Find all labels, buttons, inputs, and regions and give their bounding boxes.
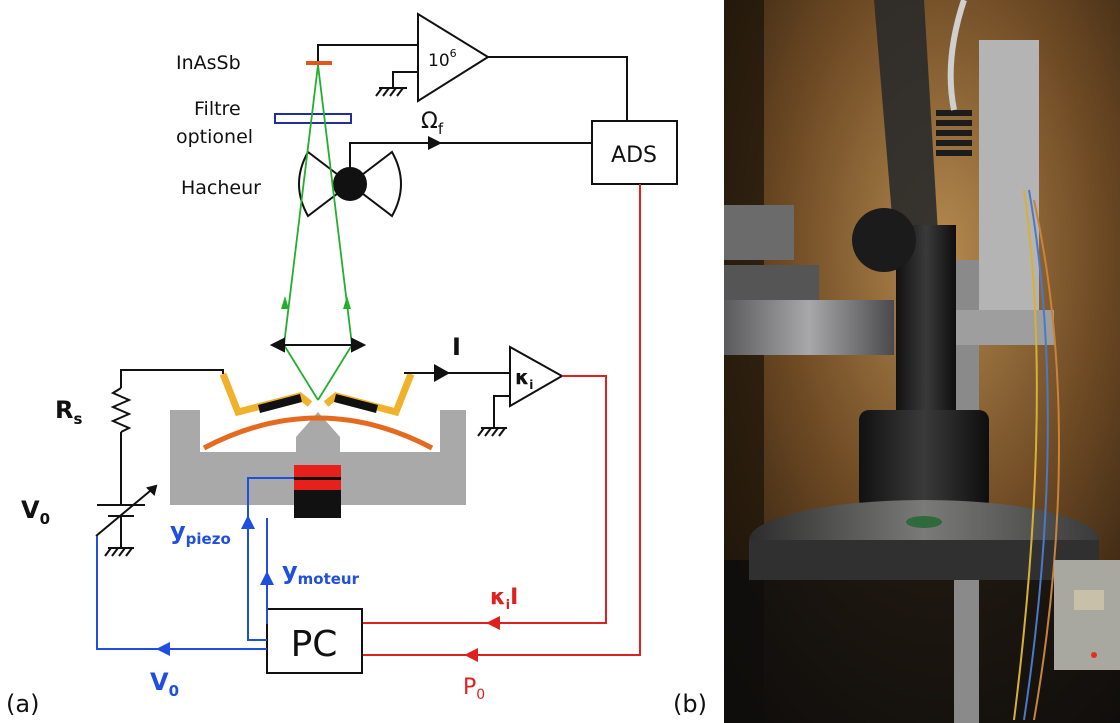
bias-top-wire <box>120 369 224 388</box>
detector-to-amplifier-wire <box>317 44 424 62</box>
heatsink <box>936 110 972 156</box>
kappa-amplifier <box>509 345 565 408</box>
rs-label: Rs <box>55 396 82 428</box>
sample-chip <box>906 516 942 528</box>
variable-voltage-source <box>95 484 158 537</box>
plate-body <box>749 540 1099 580</box>
kappa-label: κi <box>515 365 533 392</box>
detector-label: InAsSb <box>176 52 241 74</box>
panel-a-label: (a) <box>6 690 39 718</box>
pc-label: PC <box>291 624 338 665</box>
v0-bottom-label: V0 <box>150 668 179 700</box>
power-supply-led <box>1091 652 1097 658</box>
amplifier-ground-wire <box>392 71 418 88</box>
v0-label: V0 <box>21 496 50 528</box>
filter-label-line1: Filtre <box>194 98 241 120</box>
blue-wire <box>1023 189 1049 721</box>
insulation-foam <box>874 0 939 250</box>
piezo-tip <box>296 412 340 452</box>
piezo-signal-arrow <box>241 515 255 529</box>
piezo-stack <box>294 465 341 518</box>
pc-to-v0-wire <box>96 536 267 650</box>
beam-arrow-right <box>343 296 351 309</box>
photo-illustration <box>724 0 1120 723</box>
rs-resistor <box>110 387 132 433</box>
inasb-detector <box>306 61 332 65</box>
chopper-icon <box>298 150 402 218</box>
pc-to-piezo-wire <box>247 477 294 641</box>
gray-stage <box>170 410 466 505</box>
v0-signal-arrow <box>156 642 170 656</box>
gain-amplifier <box>417 12 490 103</box>
aluminum-post <box>979 40 1039 320</box>
lower-cylinder <box>859 410 989 510</box>
optional-filter <box>274 113 352 124</box>
power-signal-arrow <box>464 648 478 662</box>
y-piezo-label: ypiezo <box>170 517 231 548</box>
y-moteur-label: ymoteur <box>282 557 360 588</box>
orange-wire <box>1033 199 1060 721</box>
right-sample-contact <box>334 394 378 413</box>
kappa-to-pc-wire <box>362 375 607 624</box>
beam-arrow-left <box>281 296 289 309</box>
gray-block-upper <box>724 205 794 260</box>
pc-box <box>266 608 363 674</box>
focus-knob <box>852 208 916 272</box>
sample-arc <box>202 415 434 451</box>
focusing-lens <box>269 337 367 353</box>
power-supply <box>1054 560 1120 670</box>
filter-label-line2: optionel <box>176 126 253 148</box>
amplifier-ground-icon <box>375 87 407 97</box>
kappa-ground-icon <box>477 427 507 437</box>
motor-signal-arrow <box>260 571 274 585</box>
ads-label: ADS <box>611 143 657 168</box>
setup-photograph <box>724 0 1120 723</box>
source-ground-icon <box>104 547 134 557</box>
amplifier-to-ads-wire <box>488 56 628 121</box>
ki-current-label: κiI <box>490 585 518 613</box>
ads-to-pc-wire <box>362 184 641 656</box>
amplifier-gain-label: 106 <box>428 47 457 71</box>
current-label: I <box>452 333 461 361</box>
chopper-signal-arrow <box>428 136 442 150</box>
omega-label: Ωf <box>421 109 444 138</box>
horizontal-rod <box>724 300 894 355</box>
experimental-setup-schematic: InAsSb 106 ADS Filtre optionel Ωf Hacheu… <box>6 12 707 718</box>
p0-label: P0 <box>463 675 485 703</box>
kappa-signal-arrow <box>486 616 500 630</box>
mount-bracket <box>949 310 1054 345</box>
kappa-ground-wire <box>493 395 510 428</box>
panel-b-label: (b) <box>673 690 707 718</box>
power-supply-display <box>1074 590 1104 610</box>
left-sample-contact <box>258 394 302 413</box>
yellow-wire <box>1013 189 1038 721</box>
chopper-label: Hacheur <box>181 177 261 199</box>
ads-box <box>591 120 678 185</box>
white-cable <box>947 0 967 111</box>
current-arrow <box>434 364 450 382</box>
